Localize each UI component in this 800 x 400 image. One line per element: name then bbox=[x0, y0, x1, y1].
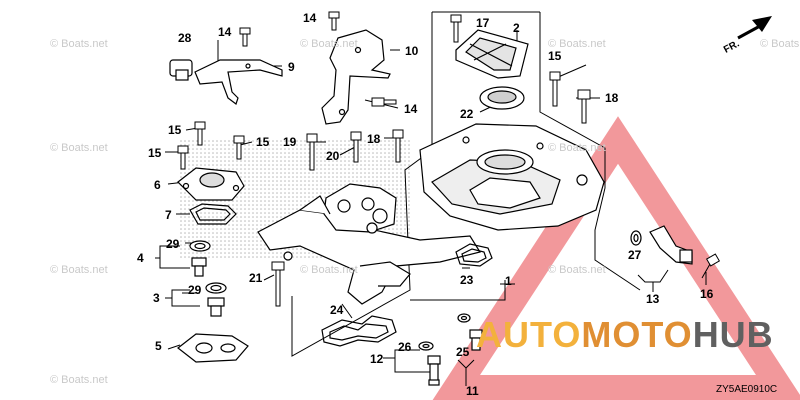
part-label-6[interactable]: 6 bbox=[154, 178, 161, 192]
part-label-21[interactable]: 21 bbox=[249, 271, 263, 285]
part-label-7[interactable]: 7 bbox=[165, 208, 172, 222]
part-label-15[interactable]: 15 bbox=[148, 146, 162, 160]
group-line-main bbox=[291, 12, 433, 357]
part-22-seal bbox=[479, 86, 525, 110]
watermark: © Boats.net bbox=[548, 38, 606, 50]
part-28-clip bbox=[169, 59, 193, 81]
washer-26 bbox=[418, 341, 434, 351]
part-5-plate bbox=[177, 333, 249, 363]
sensor-11 bbox=[469, 329, 483, 351]
part-label-18[interactable]: 18 bbox=[605, 91, 619, 105]
part-label-16[interactable]: 16 bbox=[700, 287, 714, 301]
washer-25 bbox=[457, 313, 471, 323]
bolt-17 bbox=[450, 14, 462, 43]
watermark: © Boats.net bbox=[50, 374, 108, 386]
oring-27 bbox=[630, 230, 642, 246]
washer-29a bbox=[189, 240, 211, 252]
part-7-gasket bbox=[189, 203, 237, 225]
part-label-1[interactable]: 1 bbox=[505, 274, 512, 288]
bolt-15-right bbox=[549, 71, 561, 107]
part-label-5[interactable]: 5 bbox=[155, 339, 162, 353]
bolt-20 bbox=[350, 131, 362, 163]
bolt-15c bbox=[177, 145, 189, 170]
part-23-gasket bbox=[455, 243, 493, 267]
watermark: © Boats.net bbox=[50, 264, 108, 276]
watermark: © Boats.net bbox=[548, 142, 606, 154]
brand-logo-part1: AUTO bbox=[476, 314, 582, 355]
watermark: © Boats.net bbox=[300, 38, 358, 50]
bolt-14a bbox=[239, 27, 251, 47]
brand-logo-part3: HUB bbox=[692, 314, 774, 355]
part-label-19[interactable]: 19 bbox=[283, 135, 297, 149]
bolt-15a bbox=[194, 121, 206, 146]
bolt-19 bbox=[306, 133, 318, 171]
plug-3 bbox=[207, 297, 225, 317]
part-2-cover bbox=[455, 29, 529, 79]
watermark: © Boats.net bbox=[300, 264, 358, 276]
sensor-13 bbox=[649, 225, 693, 265]
part-label-3[interactable]: 3 bbox=[153, 291, 160, 305]
part-label-26[interactable]: 26 bbox=[398, 340, 412, 354]
part-label-29[interactable]: 29 bbox=[166, 237, 180, 251]
bolt-14c bbox=[371, 97, 397, 107]
bolt-14b bbox=[328, 11, 340, 31]
washer-29b bbox=[205, 282, 227, 294]
part-label-15[interactable]: 15 bbox=[168, 123, 182, 137]
part-6-cover bbox=[177, 167, 245, 201]
bolt-15b bbox=[233, 135, 245, 160]
part-label-15[interactable]: 15 bbox=[256, 135, 270, 149]
bolt-18-right bbox=[577, 89, 591, 124]
part-label-10[interactable]: 10 bbox=[405, 44, 419, 58]
part-label-27[interactable]: 27 bbox=[628, 248, 642, 262]
part-label-11[interactable]: 11 bbox=[466, 384, 479, 398]
part-label-15[interactable]: 15 bbox=[548, 49, 562, 63]
part-1-manifold bbox=[257, 123, 605, 305]
part-label-13[interactable]: 13 bbox=[646, 292, 660, 306]
bolt-21 bbox=[271, 261, 285, 307]
sensor-12 bbox=[427, 355, 441, 386]
bolt-16 bbox=[701, 253, 721, 279]
part-label-25[interactable]: 25 bbox=[456, 345, 470, 359]
front-arrow-icon bbox=[737, 16, 772, 40]
watermark: © Boats.net bbox=[760, 38, 800, 50]
part-9-bracket bbox=[194, 59, 283, 105]
watermark: © Boats.net bbox=[50, 142, 108, 154]
part-10-bracket bbox=[321, 29, 391, 125]
part-label-29[interactable]: 29 bbox=[188, 283, 202, 297]
plug-4 bbox=[191, 257, 207, 277]
part-label-28[interactable]: 28 bbox=[178, 31, 192, 45]
watermark: © Boats.net bbox=[548, 264, 606, 276]
part-label-14[interactable]: 14 bbox=[303, 11, 317, 25]
part-label-20[interactable]: 20 bbox=[326, 149, 340, 163]
bolt-18-left bbox=[392, 129, 404, 163]
part-label-17[interactable]: 17 bbox=[476, 16, 490, 30]
brand-logo-part2: MOTO bbox=[581, 314, 693, 355]
part-label-14[interactable]: 14 bbox=[218, 25, 232, 39]
group-line-right bbox=[539, 12, 641, 291]
part-label-18[interactable]: 18 bbox=[367, 132, 381, 146]
watermark: © Boats.net bbox=[50, 38, 108, 50]
part-label-4[interactable]: 4 bbox=[137, 251, 144, 265]
part-label-9[interactable]: 9 bbox=[288, 60, 295, 74]
part-24-gasket bbox=[321, 315, 397, 347]
part-label-23[interactable]: 23 bbox=[460, 273, 474, 287]
brand-logo: AUTOMOTOHUB bbox=[476, 315, 774, 355]
part-label-22[interactable]: 22 bbox=[460, 107, 474, 121]
part-label-24[interactable]: 24 bbox=[330, 303, 344, 317]
part-label-14[interactable]: 14 bbox=[404, 102, 418, 116]
diagram-code: ZY5AE0910C bbox=[716, 384, 778, 395]
part-label-12[interactable]: 12 bbox=[370, 352, 384, 366]
brand-triangle bbox=[432, 116, 800, 400]
part-label-2[interactable]: 2 bbox=[513, 21, 520, 35]
